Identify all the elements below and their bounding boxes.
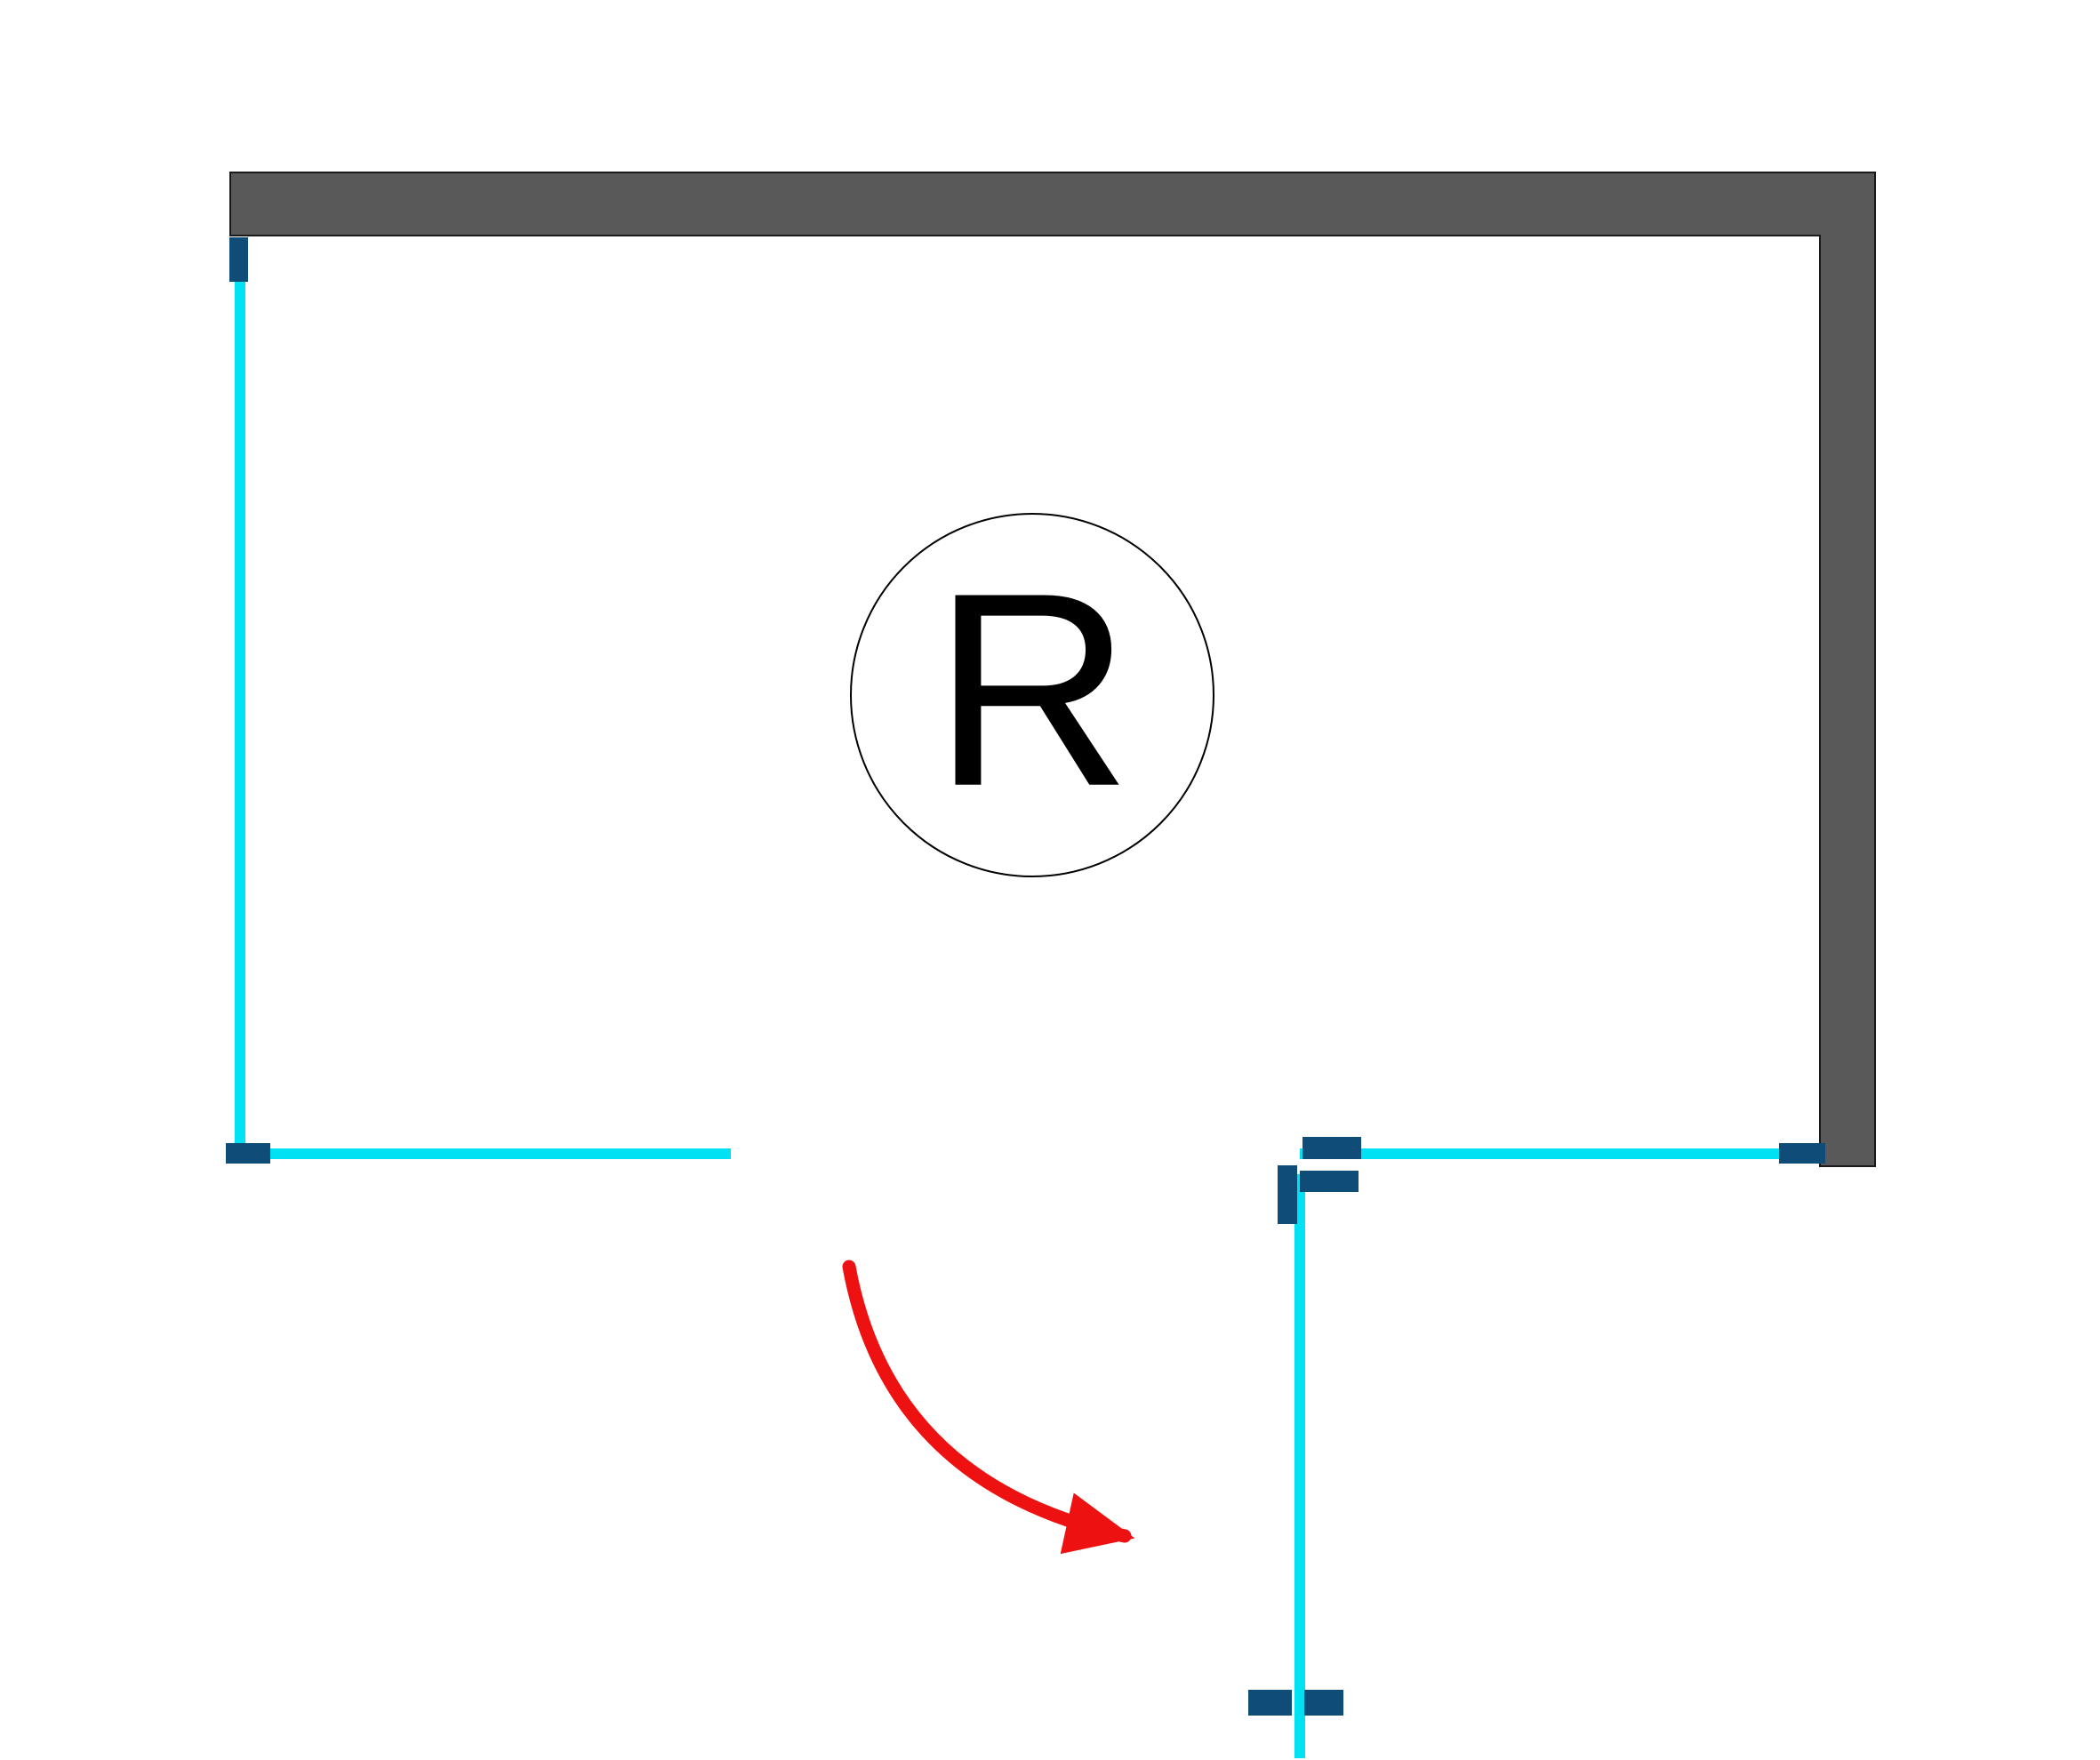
door-handle-right [1304,1690,1343,1716]
hinge-bar-side [1278,1165,1297,1224]
glass-panel-bottom-left [240,1148,731,1159]
hinge-bar-top [1302,1137,1361,1159]
wall-top [229,172,1876,236]
door-handle-left [1248,1690,1292,1716]
wall-right [1819,235,1876,1167]
bracket-top-left [229,237,248,282]
bracket-right-end [1779,1143,1825,1164]
glass-panel-bottom-right [1300,1148,1824,1159]
glass-panel-left [235,250,245,1154]
door-panel [1294,1174,1305,1758]
bracket-bottom-left [226,1143,270,1164]
orientation-label: R [933,534,1132,844]
orientation-circle: R [850,513,1214,877]
hinge-bar-lower [1300,1171,1359,1192]
